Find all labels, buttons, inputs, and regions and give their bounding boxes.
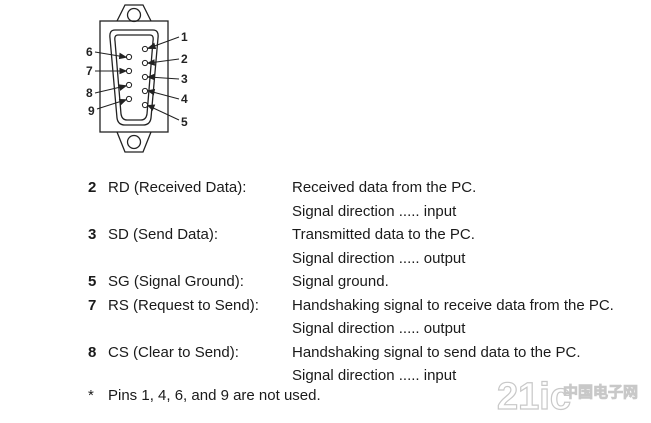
signal-description: Received data from the PC. xyxy=(292,179,477,196)
pin-row: 3 SD (Send Data): Transmitted data to th… xyxy=(88,223,648,247)
arrowhead-3 xyxy=(146,73,155,81)
watermark-subtext: 中国电子网 xyxy=(563,383,638,401)
db9-connector-diagram: 6 7 8 9 1 2 3 4 5 xyxy=(86,4,188,153)
pin-row: 5 SG (Signal Ground): Signal ground. xyxy=(88,270,648,294)
arrowhead-7 xyxy=(119,67,128,75)
pin-number: 3 xyxy=(88,226,97,243)
pin-number: 8 xyxy=(88,343,97,361)
bottom-mounting-tab xyxy=(116,131,152,153)
pin-row: 2 RD (Received Data): Received data from… xyxy=(88,176,648,200)
pin-5 xyxy=(141,101,149,109)
signal-direction: Signal direction ..... input xyxy=(292,202,457,220)
pin-label-1: 1 xyxy=(181,30,188,44)
pin-2 xyxy=(141,59,149,67)
pin-label-2: 2 xyxy=(181,52,188,66)
arrowhead-2 xyxy=(146,59,156,66)
arrowhead-1 xyxy=(146,42,157,50)
pin-label-5: 5 xyxy=(181,115,188,129)
pin-9 xyxy=(125,95,133,103)
signal-direction: Signal direction ..... output xyxy=(292,320,466,337)
signal-direction: Signal direction ..... input xyxy=(292,367,457,384)
arrowhead-6 xyxy=(118,52,128,60)
watermark-logo: 21ic 中国电子网 xyxy=(496,375,638,417)
signal-description: Handshaking signal to receive data from … xyxy=(292,296,614,314)
pin-4 xyxy=(141,87,149,95)
pin-row: 7 RS (Request to Send): Handshaking sign… xyxy=(88,294,648,318)
arrowhead-5 xyxy=(146,104,156,111)
leader-line-5 xyxy=(148,105,180,121)
pin-number: 2 xyxy=(88,179,97,196)
pin-row-continuation: Signal direction ..... input xyxy=(88,200,648,224)
d-shell-outer xyxy=(109,29,159,126)
footnote: * Pins 1, 4, 6, and 9 are not used. xyxy=(88,387,321,404)
pin-row-continuation: Signal direction ..... input xyxy=(88,364,648,388)
signal-name: CS (Clear to Send): xyxy=(108,343,239,361)
signal-name: RS (Request to Send): xyxy=(108,296,259,314)
signal-description: Handshaking signal to send data to the P… xyxy=(292,343,581,361)
signal-description: Transmitted data to the PC. xyxy=(292,226,475,243)
signal-name: SG (Signal Ground): xyxy=(108,273,244,290)
pin-label-7: 7 xyxy=(86,64,93,78)
pin-label-6: 6 xyxy=(86,45,93,59)
pin-6 xyxy=(125,53,133,61)
pin-row: 8 CS (Clear to Send): Handshaking signal… xyxy=(88,341,648,365)
pin-8 xyxy=(125,81,133,89)
footnote-text: Pins 1, 4, 6, and 9 are not used. xyxy=(108,387,321,404)
footnote-marker: * xyxy=(88,387,94,404)
pin-label-8: 8 xyxy=(86,86,93,100)
top-mounting-tab xyxy=(116,4,152,22)
pin-number: 5 xyxy=(88,273,97,290)
signal-description: Signal ground. xyxy=(292,273,389,290)
pin-label-9: 9 xyxy=(88,104,95,118)
top-mounting-hole xyxy=(126,7,142,23)
connector-frame xyxy=(99,20,169,133)
d-shell-inner xyxy=(114,34,154,121)
signal-direction: Signal direction ..... output xyxy=(292,249,466,267)
watermark-text: 21ic xyxy=(497,376,571,417)
arrowhead-8 xyxy=(118,84,128,91)
pin-label-4: 4 xyxy=(181,92,188,106)
pin-assignment-table: 2 RD (Received Data): Received data from… xyxy=(88,176,648,388)
pin-row-continuation: Signal direction ..... output xyxy=(88,317,648,341)
arrowhead-4 xyxy=(146,88,156,96)
pin-row-continuation: Signal direction ..... output xyxy=(88,247,648,271)
signal-name: SD (Send Data): xyxy=(108,226,219,243)
signal-name: RD (Received Data): xyxy=(108,179,247,196)
pin-label-3: 3 xyxy=(181,72,188,86)
pin-1 xyxy=(141,45,149,53)
bottom-mounting-hole xyxy=(126,134,142,150)
arrowhead-9 xyxy=(118,98,128,106)
pin-number: 7 xyxy=(88,296,97,314)
